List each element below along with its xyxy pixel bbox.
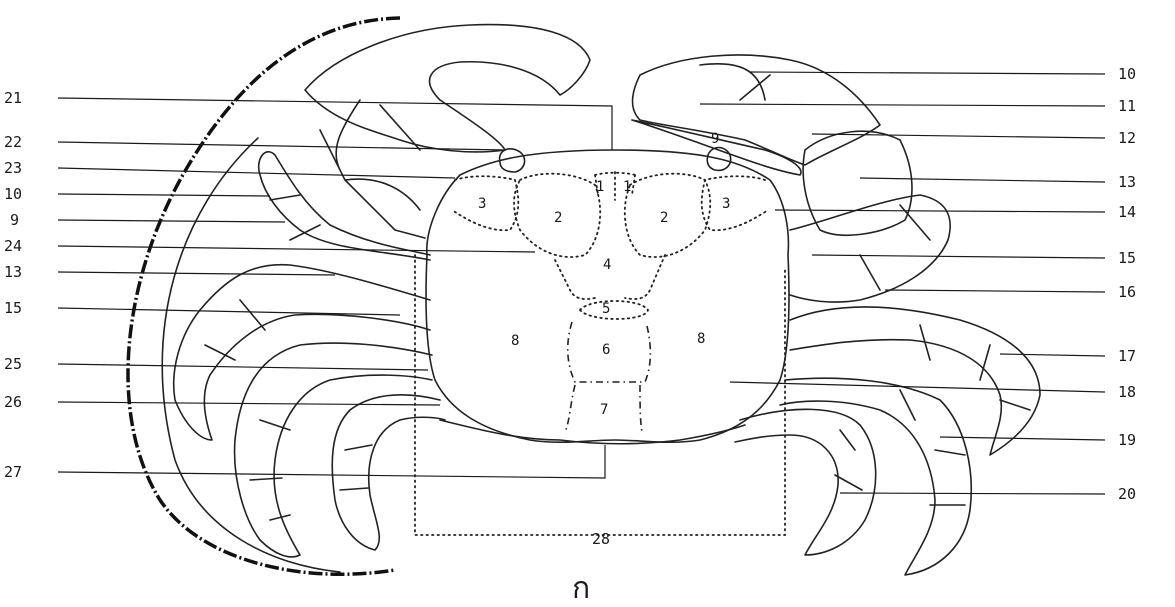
- left-label: 24: [4, 237, 22, 255]
- bottom-label-28: 28: [592, 530, 610, 548]
- left-label: 23: [4, 159, 22, 177]
- leader-right-16: [885, 290, 1105, 292]
- left-chela: [305, 25, 590, 152]
- leader-right-12: [812, 134, 1105, 138]
- right-label: 19: [1118, 431, 1136, 449]
- region-label: 2: [660, 210, 668, 226]
- leader-left-13: [58, 272, 335, 275]
- left-label: 10: [4, 185, 22, 203]
- leader-right-19: [940, 437, 1105, 440]
- right-label: 20: [1118, 485, 1136, 503]
- left-label-column: 21 22 23 10 9 24 13 15 25 26 27: [4, 89, 22, 481]
- leader-right-11: [700, 104, 1105, 106]
- leader-left-10: [58, 194, 270, 196]
- leader-left-21: [58, 98, 612, 150]
- right-label-column: 10 11 12 13 14 15 16 17 18 19 20: [1118, 65, 1136, 503]
- leader-right-10: [750, 72, 1105, 74]
- right-label: 15: [1118, 249, 1136, 267]
- region-label: 1: [623, 179, 631, 195]
- leader-right-15: [812, 255, 1105, 258]
- left-leg-segments: [205, 195, 372, 520]
- region-label: 7: [600, 402, 608, 418]
- region-label: 5: [602, 301, 610, 317]
- right-label: 17: [1118, 347, 1136, 365]
- leader-left-23: [58, 168, 455, 178]
- region-labels: 1 1 2 2 3 3 4 5 6 7 8 8 9: [478, 131, 730, 418]
- left-label: 25: [4, 355, 22, 373]
- leader-left-22: [58, 142, 505, 150]
- region-label: 2: [554, 210, 562, 226]
- left-label: 27: [4, 463, 22, 481]
- region-label: 9: [711, 131, 719, 147]
- right-label: 11: [1118, 97, 1136, 115]
- left-label: 26: [4, 393, 22, 411]
- leader-left-24: [58, 246, 535, 252]
- right-leg-4: [735, 409, 876, 555]
- left-label: 9: [10, 211, 19, 229]
- leader-left-9: [58, 220, 285, 222]
- region-label: 1: [596, 179, 604, 195]
- leader-lines: [58, 72, 1105, 494]
- left-sweep-arc-inner: [162, 138, 340, 572]
- region-label: 4: [603, 257, 611, 273]
- left-label: 22: [4, 133, 22, 151]
- right-chela-segment-lines: [700, 64, 770, 100]
- left-label: 21: [4, 89, 22, 107]
- leader-left-26: [58, 402, 440, 405]
- leader-left-25: [58, 364, 428, 370]
- right-label: 18: [1118, 383, 1136, 401]
- leader-right-14: [775, 210, 1105, 212]
- carapace: [426, 150, 789, 442]
- leader-right-20: [840, 493, 1105, 494]
- right-leg-2: [790, 307, 1040, 455]
- right-carpus: [803, 131, 912, 235]
- leader-right-17: [1000, 354, 1105, 356]
- region-label: 8: [697, 331, 705, 347]
- right-label: 16: [1118, 283, 1136, 301]
- leader-right-13: [860, 178, 1105, 182]
- left-label: 15: [4, 299, 22, 317]
- region-label: 3: [722, 196, 730, 212]
- left-leg-4: [332, 395, 445, 550]
- left-leg-2: [174, 265, 430, 440]
- region-boundary-28: [415, 255, 785, 535]
- right-label: 10: [1118, 65, 1136, 83]
- right-label: 13: [1118, 173, 1136, 191]
- left-chela-segments: [320, 100, 425, 238]
- region-label: 6: [602, 342, 610, 358]
- region-label: 3: [478, 196, 486, 212]
- right-label: 14: [1118, 203, 1136, 221]
- left-label: 13: [4, 263, 22, 281]
- figure-label: ก: [572, 571, 590, 606]
- region-label: 8: [511, 333, 519, 349]
- left-leg-1: [259, 152, 430, 260]
- region-boundary-3-right: [702, 176, 768, 230]
- leader-left-15: [58, 308, 400, 315]
- region-boundary-5: [580, 301, 648, 319]
- right-leg-segments: [835, 205, 1030, 505]
- right-label: 12: [1118, 129, 1136, 147]
